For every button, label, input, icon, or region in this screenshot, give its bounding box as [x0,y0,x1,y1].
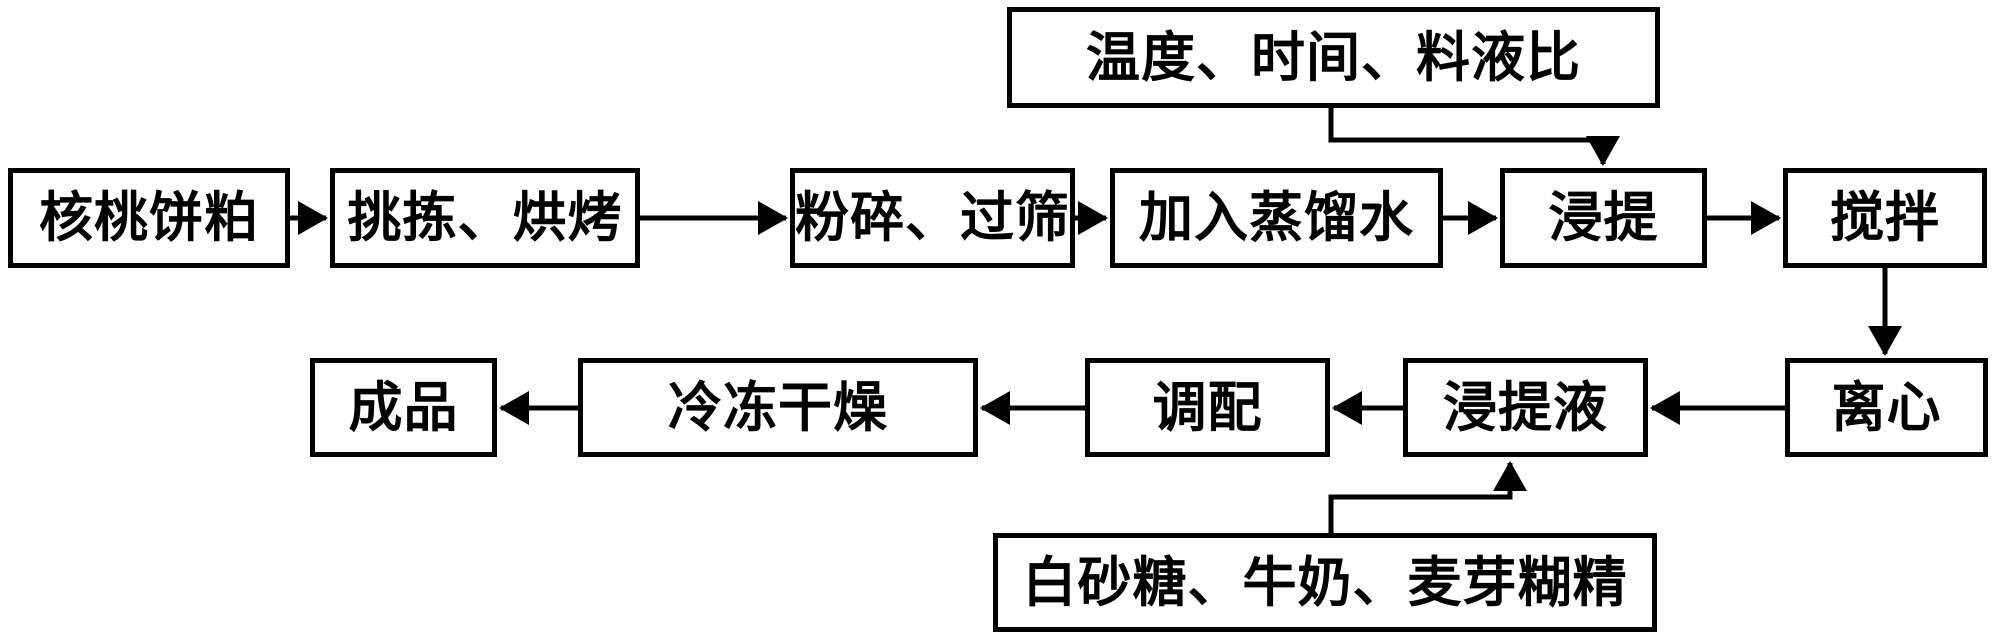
node-product-label: 成品 [348,377,459,438]
node-add-water: 加入蒸馏水 [1110,168,1443,268]
node-crush-sieve: 粉碎、过筛 [790,168,1075,268]
node-extract-liquid-label: 浸提液 [1443,377,1608,438]
node-additives-bottom-label: 白砂糖、牛奶、麦芽糊精 [1022,552,1628,613]
node-pick-bake: 挑拣、烘烤 [330,168,640,268]
node-extract-liquid: 浸提液 [1403,358,1648,457]
node-add-water-label: 加入蒸馏水 [1139,188,1414,248]
node-product: 成品 [310,358,497,457]
node-centrifuge: 离心 [1785,358,1988,457]
node-pick-bake-label: 挑拣、烘烤 [347,188,623,248]
node-walnut-meal: 核桃饼粕 [8,168,290,268]
node-blend-label: 调配 [1152,377,1263,438]
node-freeze-dry-label: 冷冻干燥 [668,377,888,438]
node-crush-sieve-label: 粉碎、过筛 [795,188,1070,248]
node-freeze-dry: 冷冻干燥 [578,358,978,457]
node-walnut-meal-label: 核桃饼粕 [39,188,259,248]
node-blend: 调配 [1085,358,1330,457]
node-stir: 搅拌 [1783,168,1987,268]
node-params-top-label: 温度、时间、料液比 [1086,27,1581,88]
arrow-additives-to-extract-liquid [1328,461,1527,533]
node-additives-bottom: 白砂糖、牛奶、麦芽糊精 [993,533,1657,632]
arrow-params-to-extract [1328,108,1620,166]
node-stir-label: 搅拌 [1830,188,1940,248]
node-params-top: 温度、时间、料液比 [1007,7,1660,108]
node-extract: 浸提 [1500,168,1707,268]
node-centrifuge-label: 离心 [1831,377,1942,438]
node-extract-label: 浸提 [1548,188,1659,248]
